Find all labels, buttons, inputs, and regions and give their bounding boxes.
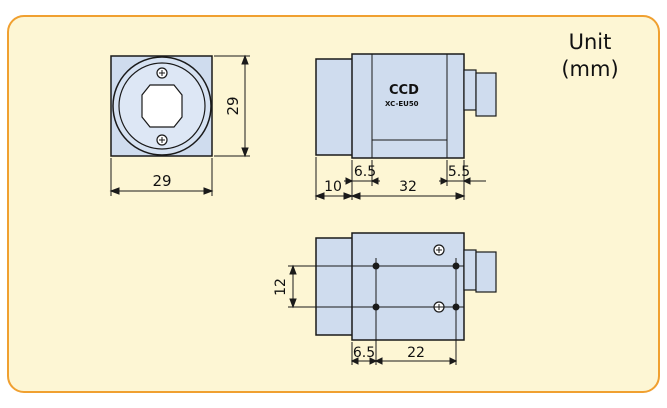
bottom-connector [475, 251, 497, 293]
bottom-hole-spacing-h-dimension [350, 357, 458, 365]
side-connector [475, 72, 497, 117]
side-view: CCD XC-EU50 6.5 5.5 [314, 53, 497, 200]
front-width-label: 29 [152, 172, 171, 190]
sensor-window [141, 84, 183, 128]
side-lens-mount [315, 58, 355, 156]
side-rear-step-label: 5.5 [448, 164, 470, 180]
bottom-front-offset-label: 6.5 [353, 345, 375, 361]
bottom-lens-mount [315, 237, 355, 336]
front-height-label: 29 [224, 96, 242, 115]
front-screw-bottom [156, 134, 168, 146]
unit-label: Unit [569, 30, 612, 54]
side-body-length-label: 32 [399, 179, 417, 195]
front-view: 29 29 [109, 54, 250, 196]
side-extension-lines [315, 157, 465, 200]
side-length-dimension [314, 192, 466, 200]
bottom-body [351, 232, 465, 341]
bottom-rear-flange [463, 249, 477, 291]
bottom-view: 12 6.5 22 [273, 232, 497, 365]
side-body [351, 53, 465, 159]
side-rear-flange [463, 69, 477, 111]
front-width-dimension [109, 158, 214, 196]
bottom-hole-spacing-h-label: 22 [407, 345, 425, 361]
bottom-hole-spacing-v-dimension [289, 264, 297, 309]
side-lens-length-label: 10 [324, 179, 342, 195]
side-model-label: XC-EU50 [385, 100, 419, 108]
bottom-screw-top [433, 244, 445, 256]
front-height-dimension [214, 54, 250, 158]
front-screw-top [156, 67, 168, 79]
side-rear-step-dimension [439, 177, 486, 185]
bottom-hole-spacing-v-label: 12 [273, 278, 289, 296]
side-front-step-dimension [344, 177, 380, 185]
side-brand-label: CCD [389, 83, 419, 98]
hole-leader-lines [288, 258, 464, 365]
side-front-step-label: 6.5 [354, 164, 376, 180]
unit-label-mm: (mm) [561, 57, 618, 81]
